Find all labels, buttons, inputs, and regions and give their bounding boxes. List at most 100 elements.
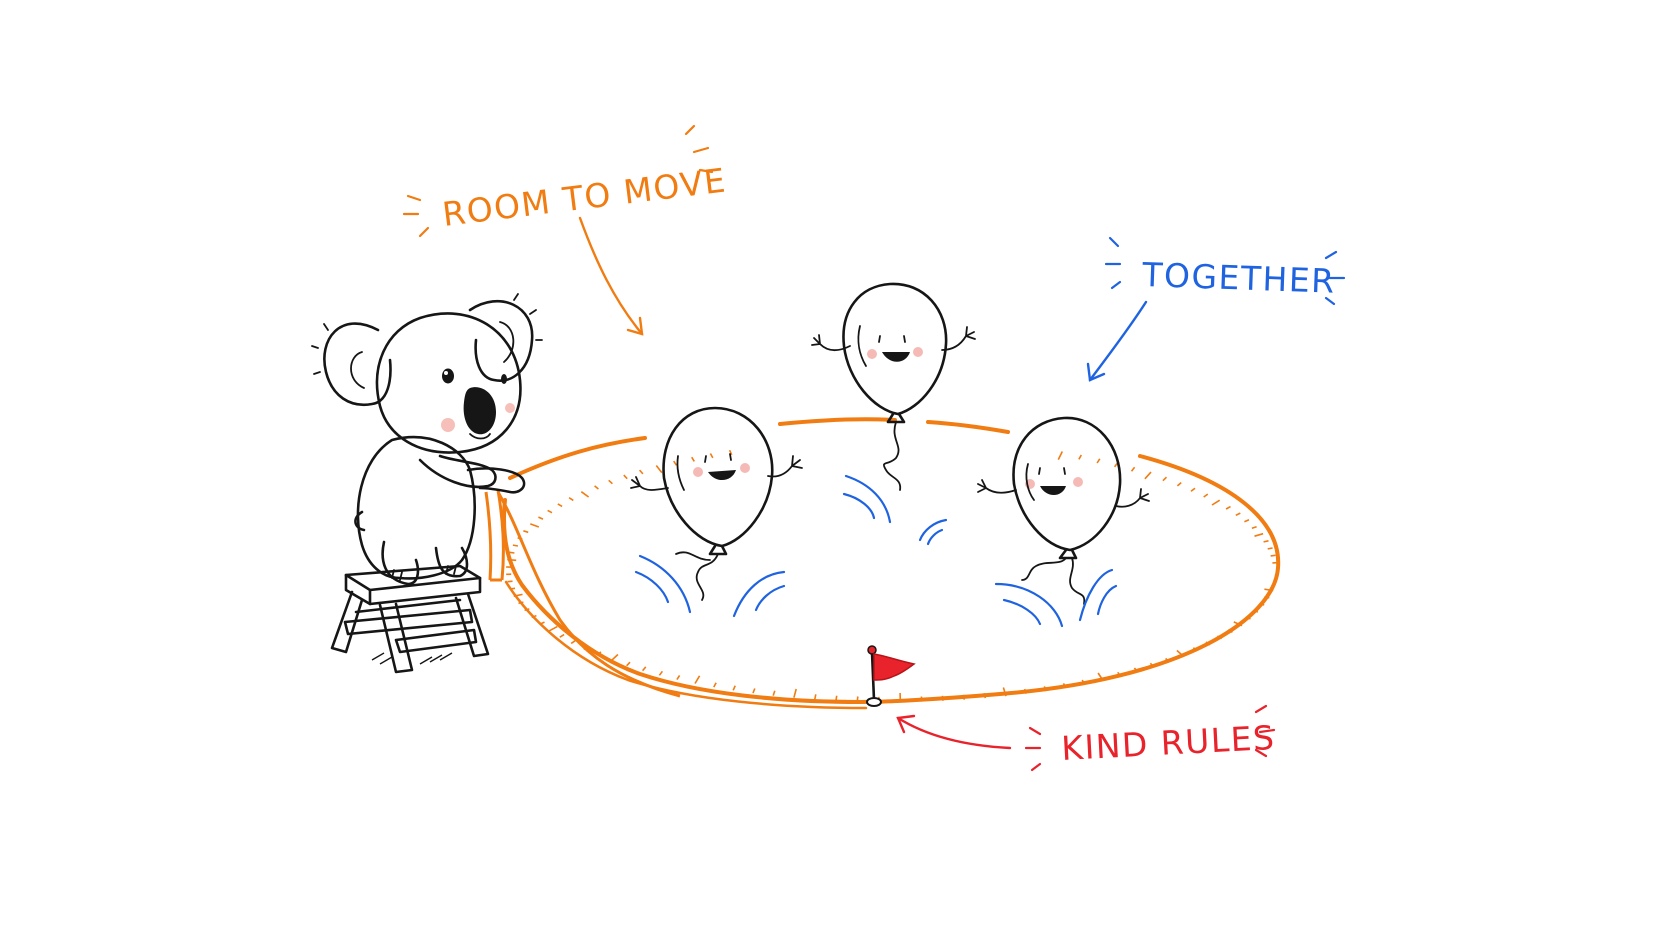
tape-tick [1062, 683, 1067, 689]
tape-tick [835, 695, 838, 701]
tape-tick [793, 688, 797, 698]
tape-tick [608, 479, 613, 485]
balloon-left [630, 406, 803, 601]
tape-tick [694, 675, 701, 684]
tape-tick [1078, 454, 1082, 460]
tape-tick [1097, 672, 1104, 681]
tape-tick [814, 694, 817, 700]
tape-tick [691, 456, 695, 462]
tape-tick [709, 453, 714, 459]
tape-tick [732, 685, 736, 691]
tape-tick [641, 666, 647, 672]
tape-tick [623, 474, 628, 480]
label-room-to-move: ROOM TO MOVE [440, 160, 728, 234]
tape-tick [1117, 671, 1122, 677]
tape-tick [1081, 679, 1086, 685]
tape-tick [1245, 616, 1251, 620]
jump-marks-right [994, 568, 1118, 628]
tape-tick [962, 694, 966, 700]
tape-tick [1144, 471, 1152, 480]
tape-tick [713, 682, 717, 688]
tape-tick [772, 690, 776, 696]
tape-tick [1254, 532, 1264, 537]
tape-tick [1190, 487, 1196, 492]
tape-tick [1176, 481, 1182, 487]
label-together: TOGETHER [1141, 255, 1337, 301]
tape-tick [531, 614, 537, 619]
emphasis-marks-together [1104, 236, 1346, 306]
tape-tick [1133, 667, 1139, 673]
jump-marks-left [634, 554, 786, 618]
jump-marks-middle [842, 474, 948, 546]
tape-tick [1259, 602, 1265, 606]
tape-tick [518, 601, 524, 605]
koala [311, 293, 543, 586]
tape-tick [1130, 466, 1136, 472]
tape-tick [1057, 451, 1064, 460]
tape-tick [1216, 635, 1223, 640]
tape-tick [512, 544, 519, 547]
tape-tick [655, 465, 663, 474]
tape-tick [1252, 609, 1259, 613]
tape-tick [1043, 686, 1048, 692]
tape-tick [752, 688, 756, 694]
tape-tick [1264, 596, 1270, 599]
tape-tick [1244, 519, 1250, 523]
arrow-room-to-move [578, 216, 644, 336]
tape-tick [983, 693, 987, 699]
tape-tick [658, 670, 664, 676]
tape-tick [1264, 588, 1274, 592]
tape-tick [547, 509, 553, 514]
tape-tick [596, 651, 602, 656]
tape-tick [1211, 499, 1221, 506]
emphasis-marks-kind [1024, 704, 1276, 772]
tape-tick [676, 674, 681, 681]
tape-tick [524, 608, 530, 612]
tape-tick [1205, 641, 1211, 646]
flag [866, 645, 916, 707]
tape-tick [1267, 547, 1273, 550]
tape-tick [1233, 621, 1243, 627]
tape-tick [1176, 649, 1185, 658]
step-stool [330, 564, 490, 674]
tape-tick [1149, 662, 1155, 668]
tape-tick [626, 661, 631, 667]
tape-tick [523, 530, 529, 534]
tape-tick [1227, 629, 1233, 634]
tape-tick [1235, 512, 1241, 517]
tape-tick [568, 497, 574, 502]
tape-tick [530, 523, 540, 528]
measuring-tape-strip [484, 489, 681, 698]
tape-tick [594, 485, 599, 490]
arrow-together [1086, 300, 1148, 382]
tape-tick [1002, 687, 1007, 697]
tape-tick [1251, 525, 1257, 530]
tape-tick [580, 491, 590, 498]
tape-tick [507, 558, 517, 562]
tape-tick [538, 516, 544, 520]
tape-tick [1270, 554, 1276, 557]
tape-tick [673, 460, 678, 466]
tape-tick [1165, 657, 1170, 663]
tape-tick [570, 639, 576, 645]
tape-tick [513, 593, 523, 597]
tape-tick [1225, 505, 1231, 510]
tape-tick [856, 696, 859, 702]
tape-tick [1162, 476, 1168, 482]
koala-nose [463, 387, 496, 435]
tape-tick [728, 449, 733, 456]
tape-tick [509, 551, 515, 554]
tape-tick [941, 695, 944, 701]
tape-tick [1263, 540, 1269, 543]
tape-tick [1023, 688, 1028, 694]
measuring-tape-ring [501, 417, 1281, 710]
tape-tick [638, 469, 644, 475]
emphasis-marks-room [402, 124, 714, 238]
tape-tick [557, 503, 563, 508]
label-kind-rules: KIND RULES [1060, 718, 1276, 768]
balloon-right [977, 416, 1150, 605]
tape-tick [559, 633, 565, 638]
tape-tick [1192, 647, 1198, 652]
koala-left-eye [442, 368, 454, 384]
